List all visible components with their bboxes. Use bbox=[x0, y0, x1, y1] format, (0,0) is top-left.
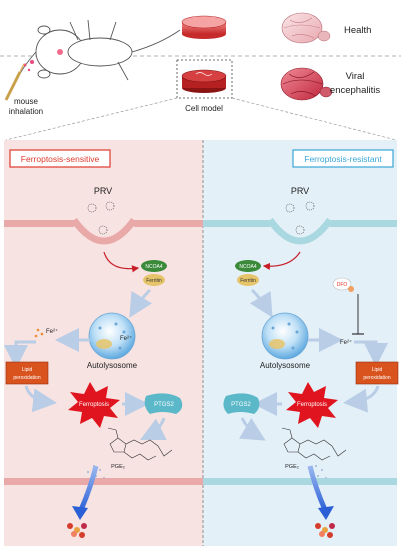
right-lipid-line2: peroxidation bbox=[363, 375, 390, 381]
petri-dish-viral bbox=[181, 69, 227, 93]
zoom-line-left bbox=[5, 97, 178, 141]
right-lipid-box bbox=[355, 361, 399, 385]
left-ncoa4-shape bbox=[141, 260, 167, 272]
right-panel-title: Ferroptosis-resistant bbox=[304, 154, 382, 164]
left-lipid-line2: peroxidation bbox=[13, 375, 40, 381]
left-ferroptosis-label: Ferroptosis bbox=[79, 402, 109, 408]
right-pge2-structure bbox=[281, 427, 347, 461]
left-ptgs2-shape bbox=[144, 393, 183, 414]
left-top-membrane bbox=[4, 217, 203, 245]
viral-label-line1: Viral bbox=[346, 71, 365, 82]
right-top-membrane bbox=[203, 217, 397, 245]
right-arrow-to-lipid bbox=[354, 340, 388, 367]
right-ferroptosis-burst bbox=[286, 382, 338, 428]
left-big-arrowhead bbox=[72, 506, 88, 520]
left-ncoa4-label: NCOA4 bbox=[145, 264, 162, 270]
left-ptgs2-label: PTGS2 bbox=[154, 402, 174, 408]
zoom-line-right bbox=[231, 97, 397, 141]
health-label: Health bbox=[344, 25, 371, 36]
right-bottom-membrane bbox=[203, 478, 397, 485]
left-ferritin-shape bbox=[143, 274, 165, 286]
right-cytokine-cluster bbox=[315, 523, 335, 538]
right-pge2-label: PGE₂ bbox=[285, 464, 299, 470]
petri-dish-health bbox=[181, 15, 227, 39]
right-arrow-to-ferroptosis bbox=[343, 385, 380, 413]
right-autolysosome bbox=[261, 312, 309, 360]
viral-label-line2: encephalitis bbox=[330, 85, 380, 96]
dfo-molecule-icon bbox=[348, 286, 354, 292]
left-arrow-to-lyso bbox=[129, 288, 153, 318]
mouse-label-line2: inhalation bbox=[9, 107, 43, 116]
right-red-arrow bbox=[262, 251, 301, 271]
left-panel-title: Ferroptosis-sensitive bbox=[21, 154, 100, 164]
right-arrow-to-pge2 bbox=[238, 417, 266, 441]
left-lipid-box bbox=[5, 361, 49, 385]
left-bottom-membrane bbox=[4, 478, 203, 485]
left-ferritin-label: Ferritin bbox=[146, 278, 162, 284]
cell-model-box bbox=[176, 59, 233, 99]
right-prv-label: PRV bbox=[291, 186, 309, 196]
left-fe-out: Fe²⁺ bbox=[46, 328, 58, 335]
dfo-shape bbox=[332, 277, 352, 291]
right-ferroptosis-label: Ferroptosis bbox=[297, 402, 327, 408]
left-autolysosome bbox=[88, 312, 136, 360]
right-ncoa4-shape bbox=[235, 260, 261, 272]
left-arrow-to-pge2 bbox=[139, 417, 167, 441]
left-arrow-to-ferroptosis bbox=[24, 385, 57, 413]
brain-health-icon bbox=[281, 12, 331, 44]
left-fe-inside: Fe²⁺ bbox=[120, 335, 132, 342]
dfo-label: DFO bbox=[337, 282, 348, 288]
mouse-icon bbox=[13, 19, 181, 87]
right-big-arrowhead bbox=[318, 506, 334, 520]
left-pge2-label: PGE₂ bbox=[111, 464, 125, 470]
left-fe-dots-icon bbox=[34, 328, 44, 338]
left-autolysosome-label: Autolysosome bbox=[87, 361, 138, 370]
right-lipid-line1: Lipid bbox=[372, 367, 383, 373]
brain-viral-icon bbox=[280, 67, 333, 101]
mouse-label-line1: mouse bbox=[14, 97, 39, 106]
left-arrow-to-lipid bbox=[4, 340, 36, 369]
right-ferritin-label: Ferritin bbox=[240, 278, 256, 284]
cell-model-label: Cell model bbox=[185, 104, 223, 113]
right-virus-particles bbox=[285, 201, 315, 235]
pipette-icon bbox=[4, 63, 25, 101]
left-prv-label: PRV bbox=[94, 186, 112, 196]
left-pge2-structure bbox=[107, 427, 173, 461]
right-ncoa4-label: NCOA4 bbox=[239, 264, 256, 270]
right-title-box bbox=[292, 149, 394, 168]
left-lipid-line1: Lipid bbox=[22, 367, 33, 373]
right-arrow-to-lyso bbox=[249, 288, 273, 318]
left-cytokine-cluster bbox=[67, 523, 87, 538]
right-ptgs2-label: PTGS2 bbox=[231, 402, 251, 408]
left-red-arrow bbox=[103, 251, 140, 273]
left-ferroptosis-burst bbox=[68, 382, 120, 428]
left-title-box bbox=[9, 149, 111, 168]
right-ptgs2-shape bbox=[223, 393, 260, 414]
right-fe-out: Fe²⁺ bbox=[340, 339, 352, 346]
right-autolysosome-label: Autolysosome bbox=[260, 361, 311, 370]
left-virus-particles bbox=[87, 201, 115, 235]
right-ferritin-shape bbox=[237, 274, 259, 286]
